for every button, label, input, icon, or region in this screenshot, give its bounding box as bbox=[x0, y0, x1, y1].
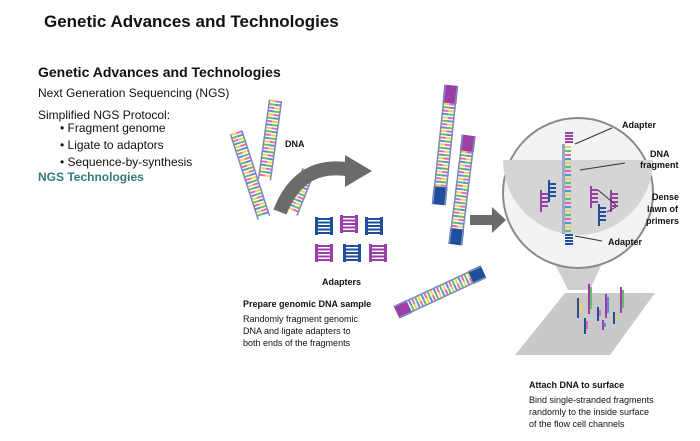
adapters-label: Adapters bbox=[322, 277, 361, 287]
protocol-step: Ligate to adaptors bbox=[60, 137, 192, 154]
surface-strand bbox=[584, 318, 588, 334]
dna-fragment-label: fragment bbox=[640, 160, 679, 170]
callout-line bbox=[574, 127, 613, 145]
protocol-title: Simplified NGS Protocol: bbox=[38, 108, 171, 122]
adapter-cap bbox=[442, 84, 459, 104]
subtitle: Next Generation Sequencing (NGS) bbox=[38, 86, 230, 100]
step2-line: Bind single-stranded fragments bbox=[529, 395, 654, 405]
callout-line bbox=[597, 189, 617, 206]
dna-helix bbox=[431, 84, 459, 206]
callout-line bbox=[579, 162, 626, 171]
zoomed-strand bbox=[562, 132, 573, 245]
step2-description: Bind single-stranded fragments randomly … bbox=[529, 394, 654, 430]
adapter-cap bbox=[448, 227, 465, 246]
primer bbox=[540, 190, 548, 212]
page-title: Genetic Advances and Technologies bbox=[44, 12, 339, 31]
adapter-bottom-label: Adapter bbox=[608, 237, 643, 247]
protocol-step: Fragment genome bbox=[60, 120, 192, 137]
step2-line: of the flow cell channels bbox=[529, 419, 625, 429]
adapter-cap bbox=[431, 186, 448, 206]
primer bbox=[598, 204, 606, 226]
step2-title: Attach DNA to surface bbox=[529, 380, 625, 390]
adapter-icon bbox=[340, 215, 358, 233]
primer bbox=[548, 180, 556, 202]
dna-helix bbox=[448, 134, 476, 246]
surface-strand bbox=[597, 307, 601, 321]
protocol-step: Sequence-by-synthesis bbox=[60, 154, 193, 171]
lawn-of-primers-label: Dense bbox=[652, 192, 679, 202]
dna-helix bbox=[393, 265, 487, 319]
dna-fragment-label: DNA bbox=[650, 149, 670, 159]
adapter-top-label: Adapter bbox=[622, 120, 657, 130]
section-title: Genetic Advances and Technologies bbox=[38, 64, 281, 80]
callout-line bbox=[574, 235, 603, 242]
adapter-icon bbox=[315, 244, 333, 262]
callout-line bbox=[606, 206, 617, 213]
surface-strand bbox=[602, 320, 606, 330]
protocol-steps-list: Fragment genome Ligate to adaptors Seque… bbox=[60, 120, 193, 171]
surface-strand bbox=[620, 287, 624, 313]
surface-strand bbox=[588, 284, 592, 314]
dna-helix bbox=[257, 99, 283, 181]
adapter-icon bbox=[369, 244, 387, 262]
adapter-cap bbox=[459, 134, 476, 153]
ngs-technologies-link[interactable]: NGS Technologies bbox=[38, 170, 144, 184]
step1-line: DNA and ligate adapters to bbox=[243, 326, 351, 336]
curved-arrow-head-icon bbox=[345, 155, 372, 187]
adapter-icon bbox=[365, 217, 383, 235]
step2-line: randomly to the inside surface bbox=[529, 407, 650, 417]
adapter-icon bbox=[343, 244, 361, 262]
curved-arrow-icon bbox=[273, 161, 354, 215]
step1-title: Prepare genomic DNA sample bbox=[243, 299, 372, 309]
primer bbox=[590, 186, 598, 208]
dna-helix bbox=[229, 130, 271, 220]
surface-strand bbox=[613, 312, 617, 324]
surface-strand bbox=[577, 298, 581, 318]
step1-line: Randomly fragment genomic bbox=[243, 314, 359, 324]
lawn-of-primers-label: primers bbox=[646, 216, 679, 226]
straight-arrow-head-icon bbox=[492, 207, 506, 233]
step1-description: Randomly fragment genomic DNA and ligate… bbox=[243, 313, 358, 349]
step1-line: both ends of the fragments bbox=[243, 338, 351, 348]
dna-label: DNA bbox=[285, 139, 305, 149]
surface-strand bbox=[605, 294, 609, 318]
adapter-icon bbox=[315, 217, 333, 235]
straight-arrow-icon bbox=[470, 215, 494, 225]
magnifier-lower-area bbox=[503, 160, 653, 235]
lawn-of-primers-label: lawn of bbox=[647, 204, 679, 214]
